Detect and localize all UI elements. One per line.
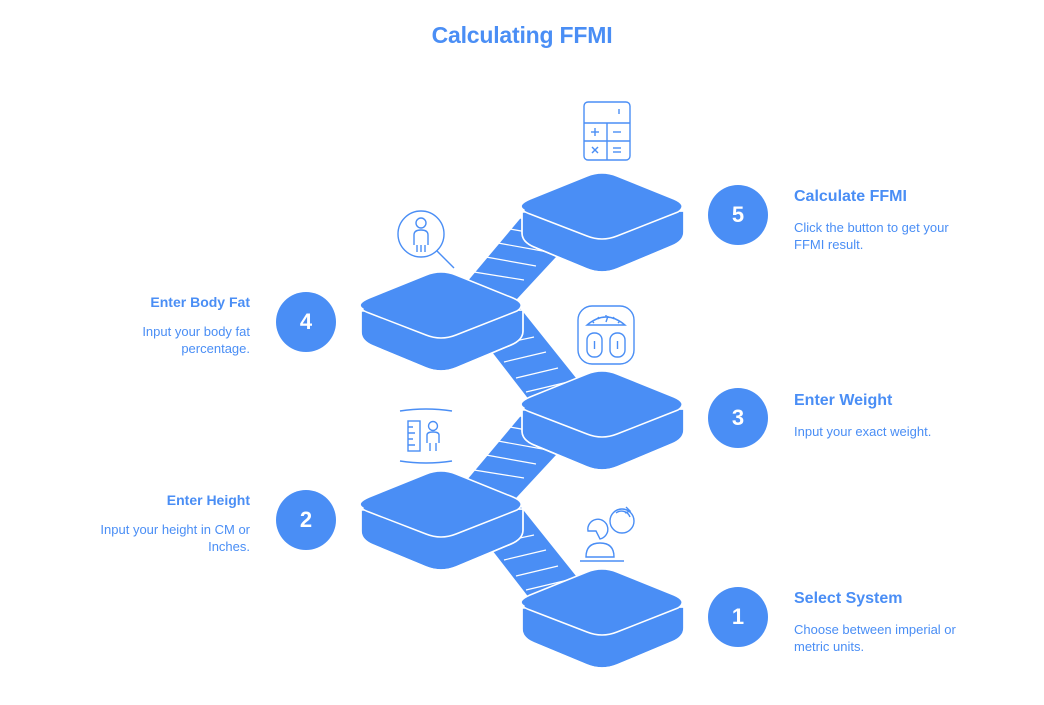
step-1-title: Select System — [794, 590, 903, 607]
calculator-icon — [583, 101, 631, 161]
scale-comparison-icon — [580, 506, 635, 562]
diagram-title: Calculating FFMI — [431, 22, 613, 48]
step-3-number-badge: 3 — [708, 388, 768, 448]
step-4-description: Input your body fat percentage. — [142, 324, 250, 356]
person-magnifier-icon — [397, 210, 455, 269]
height-ruler-person-icon — [399, 408, 453, 464]
step-5-title: Calculate FFMI — [794, 188, 907, 205]
step-3-title: Enter Weight — [794, 392, 893, 409]
step-5-description: Click the button to get your FFMI result… — [794, 220, 949, 252]
step-3-description: Input your exact weight. — [794, 424, 932, 439]
step-2-number-badge: 2 — [276, 490, 336, 550]
step-1-number-badge: 1 — [708, 587, 768, 647]
step-5-number-badge: 5 — [708, 185, 768, 245]
step-1-description: Choose between imperial or metric units. — [794, 622, 956, 654]
step-4-number-badge: 4 — [276, 292, 336, 352]
step-4-title: Enter Body Fat — [150, 294, 250, 310]
step-2-description: Input your height in CM or Inches. — [100, 522, 250, 554]
step-2-title: Enter Height — [166, 492, 250, 508]
bathroom-scale-icon — [577, 305, 635, 365]
